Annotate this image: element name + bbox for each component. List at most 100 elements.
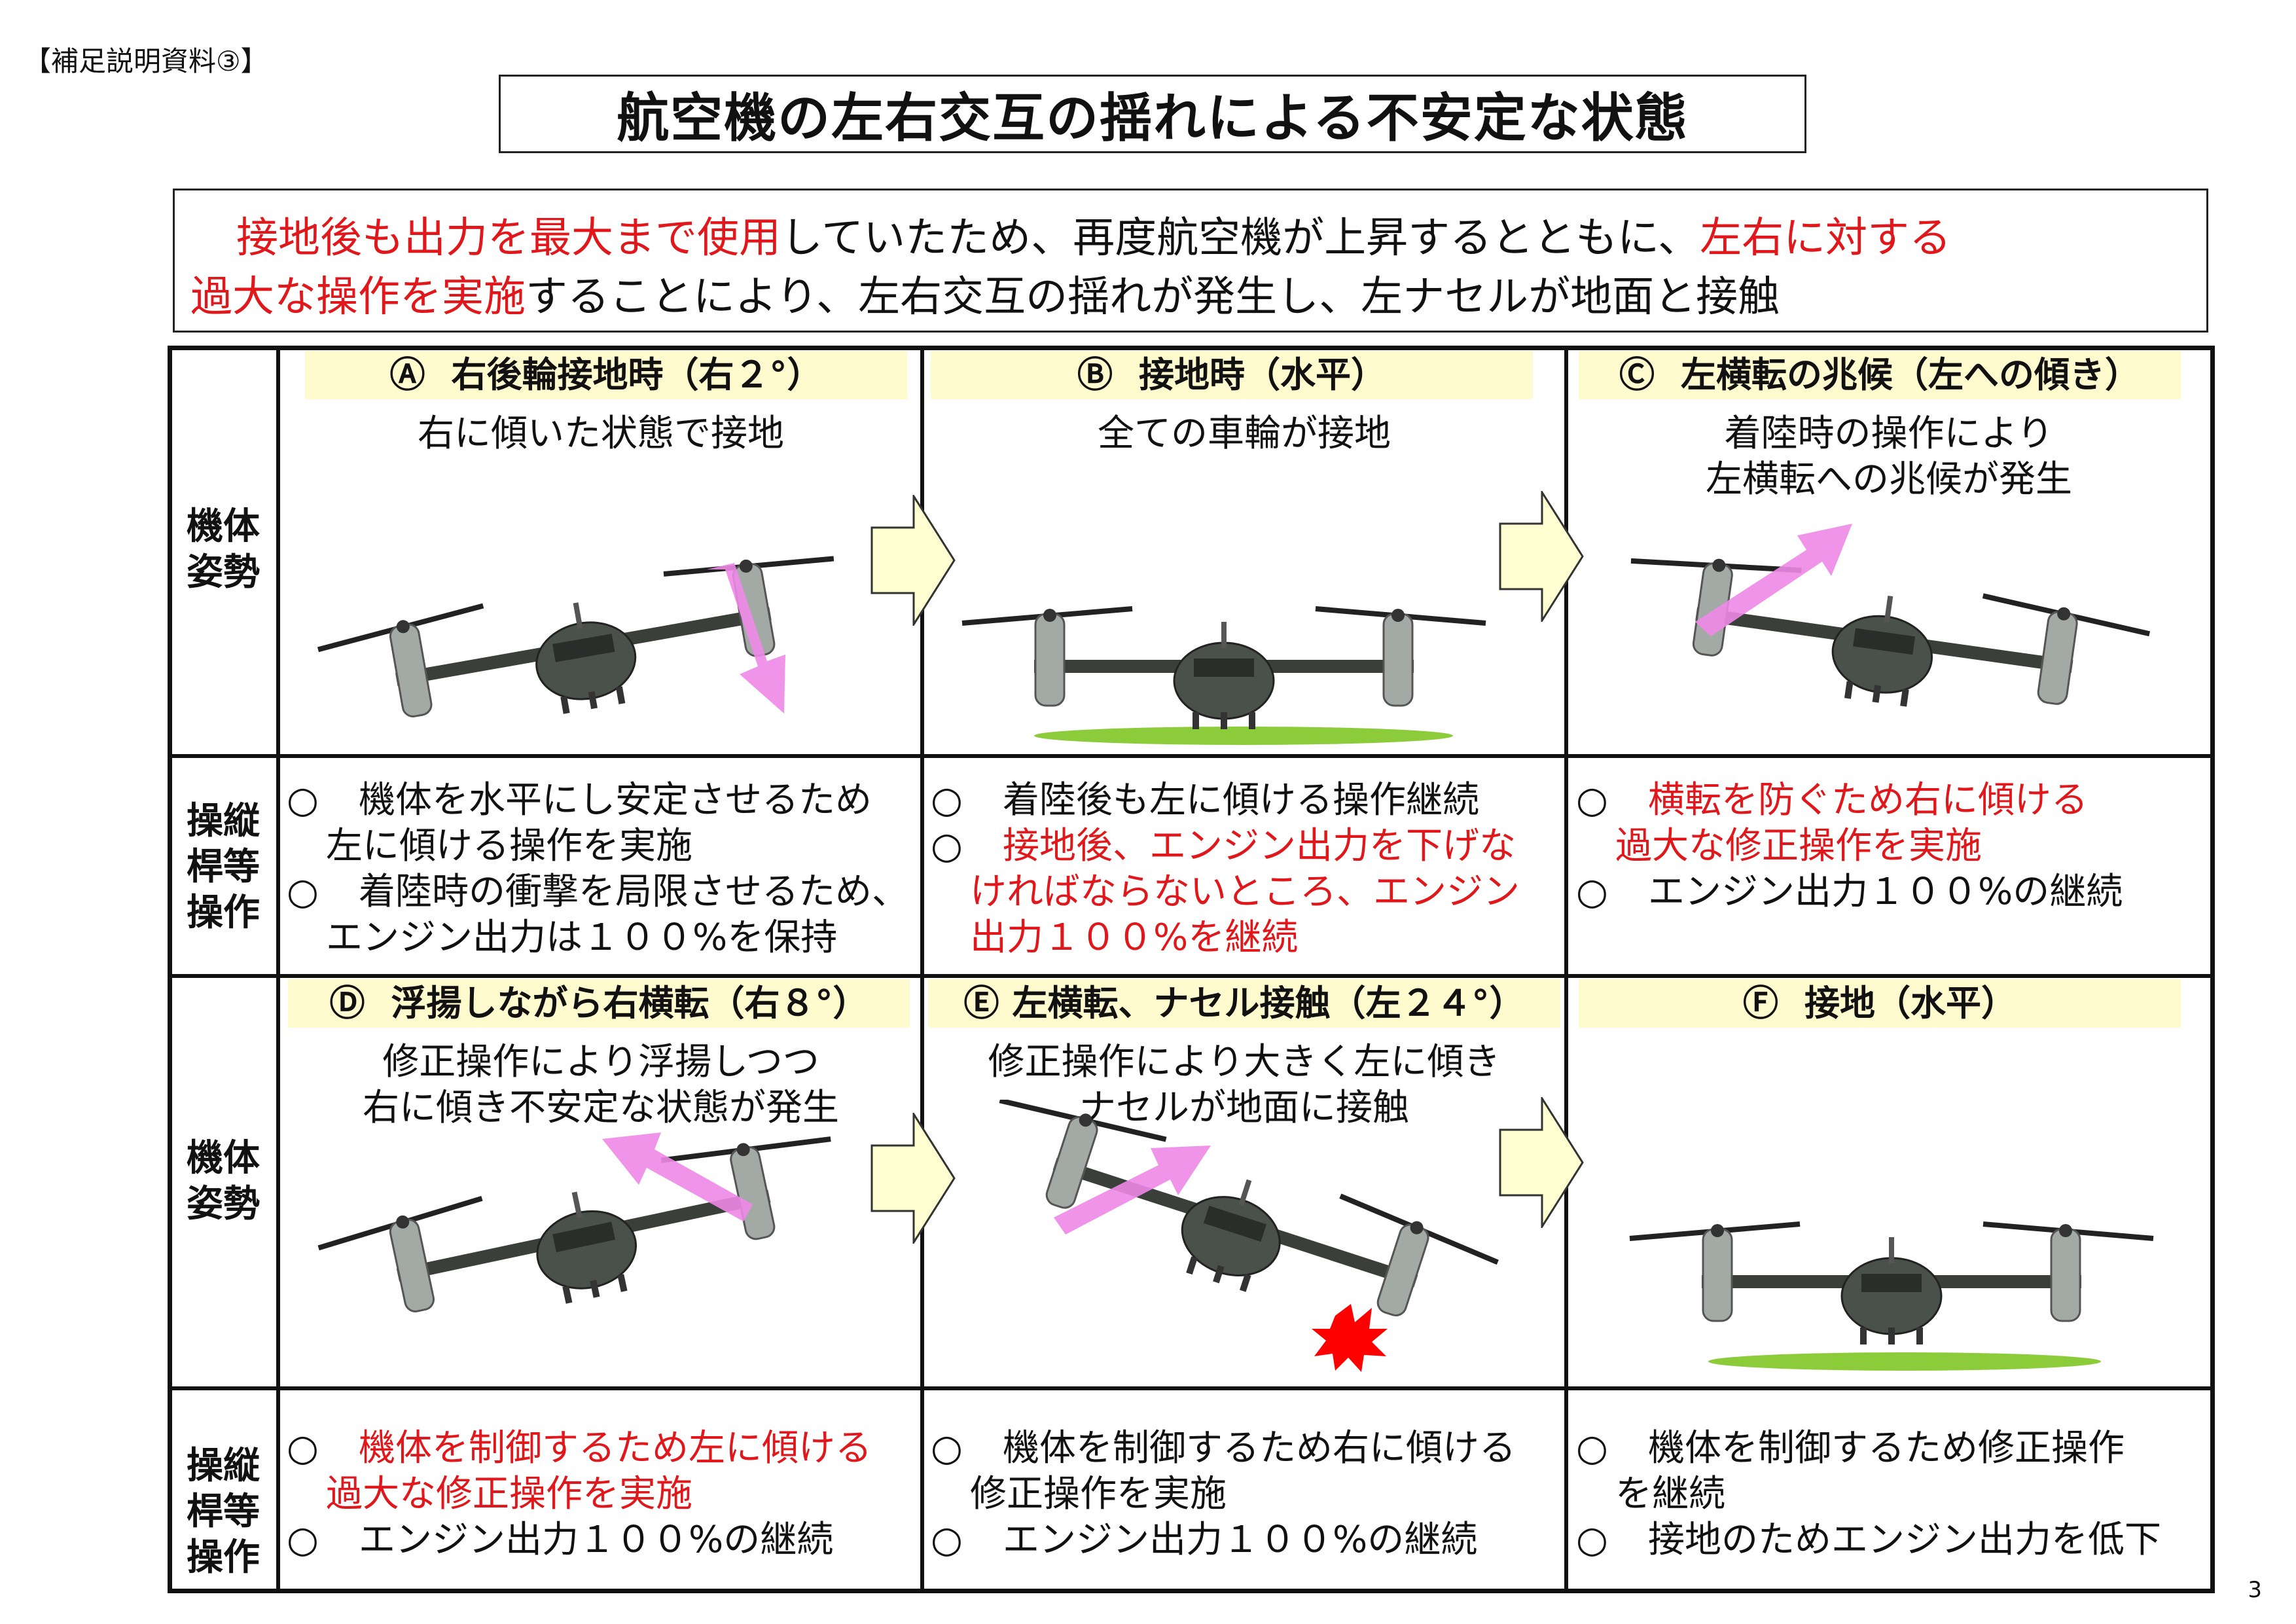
phase-mark: Ⓐ	[389, 354, 425, 395]
row-label-text: 操作	[187, 892, 260, 934]
roll-direction-arrow-icon	[1054, 1146, 1211, 1235]
grid-line	[920, 346, 924, 1593]
operation-text-cont: エンジン出力は１００%を保持	[326, 916, 838, 959]
operation-text: 機体を制御するため右に傾ける	[1003, 1427, 1516, 1470]
phase-mark: Ⓕ	[1743, 983, 1778, 1024]
operations-d: ○ 機体を制御するため左に傾ける 過大な修正操作を実施 ○ エンジン出力１００%の継…	[287, 1426, 872, 1563]
bullet-circle: ○	[287, 871, 319, 913]
summary-red-2: 左右に対する	[1700, 214, 1952, 262]
grid-line	[276, 346, 280, 1593]
phase-mark: Ⓔ	[963, 983, 999, 1024]
caption-line: 修正操作により大きく左に傾き	[988, 1041, 1501, 1083]
bullet-circle: ○	[931, 825, 963, 867]
bullet-circle: ○	[287, 779, 319, 821]
summary-text-2: することにより、左右交互の揺れが発生し、左ナセルが地面と接触	[526, 273, 1780, 321]
row-label-text: 姿勢	[187, 1183, 260, 1225]
phase-caption-d: 修正操作により浮揚しつつ 右に傾き不安定な状態が発生	[281, 1039, 920, 1131]
operation-text: エンジン出力１００%の継続	[1648, 871, 2123, 913]
row-label-text: 桿等	[187, 1490, 260, 1533]
bullet-circle: ○	[1576, 871, 1608, 913]
row-label-attitude: 機体姿勢	[168, 1136, 279, 1227]
caption-line: ナセルが地面に接触	[1079, 1087, 1409, 1129]
supplement-label: 【補足説明資料③】	[24, 45, 268, 77]
row-label-text: 機体	[187, 1137, 260, 1180]
operation-text: 機体を制御するため修正操作	[1648, 1427, 2125, 1470]
row-label-text: 機体	[187, 505, 260, 548]
phase-title: 浮揚しながら右横転（右８°）	[391, 983, 869, 1024]
bullet-circle: ○	[287, 1519, 319, 1561]
row-label-text: 桿等	[187, 846, 260, 888]
summary-box: 接地後も出力を最大まで使用していたため、再度航空機が上昇するとともに、左右に対す…	[173, 189, 2208, 333]
phase-header-e: Ⓔ 左横転、ナセル接触（左２４°）	[928, 979, 1560, 1028]
page-number: 3	[2248, 1577, 2262, 1603]
phase-caption-c: 着陸時の操作により 左横転への兆候が発生	[1568, 411, 2210, 503]
summary-red-3: 過大な操作を実施	[190, 273, 526, 321]
operation-text: 接地後、エンジン出力を下げな	[1003, 825, 1516, 867]
operation-text-cont: ければならないところ、エンジン 出力１００%を継続	[970, 871, 1520, 959]
bullet-circle: ○	[931, 1427, 963, 1470]
caption-line: 右に傾き不安定な状態が発生	[363, 1087, 839, 1129]
operation-text-cont: を継続	[1615, 1473, 1725, 1515]
phase-header-b: Ⓑ 接地時（水平）	[931, 351, 1533, 399]
caption-line: 着陸時の操作により	[1724, 412, 2054, 455]
grid-line	[1564, 346, 1568, 1593]
right-arrow-icon	[1499, 491, 1584, 622]
operation-text: エンジン出力１００%の継続	[359, 1519, 834, 1561]
phase-caption-a: 右に傾いた状態で接地	[281, 411, 920, 457]
grid-line	[168, 974, 2215, 978]
summary-red-1: 接地後も出力を最大まで使用	[236, 214, 781, 262]
operation-text-cont: 過大な修正操作を実施	[1615, 825, 1982, 867]
phase-mark: Ⓒ	[1619, 354, 1655, 395]
operations-f: ○機体を制御するため修正操作 を継続 ○接地のためエンジン出力を低下	[1576, 1426, 2161, 1563]
row-label-text: 操縦	[187, 800, 260, 842]
operations-c: ○ 横転を防ぐため右に傾ける 過大な修正操作を実施 ○ エンジン出力１００%の継続	[1576, 778, 2123, 915]
phase-grid	[168, 346, 2215, 1593]
phase-caption-b: 全ての車輪が接地	[924, 411, 1564, 457]
operation-text: 接地のためエンジン出力を低下	[1648, 1519, 2161, 1561]
phase-header-d: Ⓓ 浮揚しながら右横転（右８°）	[288, 979, 910, 1028]
grid-line	[168, 754, 2215, 758]
operations-b: ○ 着陸後も左に傾ける操作継続 ○ 接地後、エンジン出力を下げな ければならないとこ…	[931, 778, 1520, 961]
roll-direction-arrow-icon	[602, 1132, 753, 1221]
grid-line	[168, 1386, 2215, 1390]
row-label-text: 操縦	[187, 1445, 260, 1487]
row-label-attitude: 機体姿勢	[168, 504, 279, 596]
phase-mark: Ⓓ	[329, 983, 365, 1024]
roll-direction-arrow-icon	[1695, 524, 1852, 636]
bullet-circle: ○	[931, 779, 963, 821]
row-label-control: 操縦桿等操作	[168, 1443, 279, 1581]
phase-caption-e: 修正操作により大きく左に傾き ナセルが地面に接触	[924, 1039, 1564, 1131]
phase-header-c: Ⓒ 左横転の兆候（左への傾き）	[1579, 351, 2181, 399]
bullet-circle: ○	[287, 1427, 319, 1470]
operation-text: 機体を水平にし安定させるため	[359, 779, 872, 821]
operation-text: 着陸後も左に傾ける操作継続	[1003, 779, 1479, 821]
operation-text: 着陸時の衝撃を局限させるため、	[359, 871, 908, 913]
operation-text: 横転を防ぐため右に傾ける	[1648, 779, 2088, 821]
operation-text: 機体を制御するため左に傾ける	[359, 1427, 872, 1470]
phase-title: 左横転、ナセル接触（左２４°）	[1012, 983, 1525, 1024]
row-label-text: 操作	[187, 1536, 260, 1579]
page-title: 航空機の左右交互の揺れによる不安定な状態	[499, 75, 1806, 153]
phase-title: 左横転の兆候（左への傾き）	[1681, 354, 2140, 395]
phase-title: 接地時（水平）	[1139, 354, 1386, 395]
right-arrow-icon	[870, 495, 956, 626]
phase-header-a: Ⓐ 右後輪接地時（右２°）	[305, 351, 907, 399]
operation-text: エンジン出力１００%の継続	[1003, 1519, 1478, 1561]
phase-mark: Ⓑ	[1077, 354, 1113, 395]
operation-text-cont: 左に傾ける操作を実施	[326, 825, 692, 867]
roll-direction-arrow-icon	[707, 563, 785, 713]
row-label-control: 操縦桿等操作	[168, 799, 279, 936]
operations-a: ○ 機体を水平にし安定させるため 左に傾ける操作を実施 ○ 着陸時の衝撃を局限させる…	[287, 778, 908, 961]
summary-text-1: していたため、再度航空機が上昇するとともに、	[781, 214, 1700, 262]
bullet-circle: ○	[931, 1519, 963, 1561]
aircraft-image-f	[1617, 1178, 2193, 1371]
phase-title: 右後輪接地時（右２°）	[451, 354, 823, 395]
aircraft-image-d	[314, 1113, 877, 1348]
impact-burst-icon	[1312, 1304, 1388, 1372]
operation-text-cont: 過大な修正操作を実施	[326, 1473, 692, 1515]
bullet-circle: ○	[1576, 1427, 1608, 1470]
right-arrow-icon	[1499, 1097, 1584, 1228]
operations-e: ○機体を制御するため右に傾ける 修正操作を実施 ○エンジン出力１００%の継続	[931, 1426, 1516, 1563]
bullet-circle: ○	[1576, 779, 1608, 821]
